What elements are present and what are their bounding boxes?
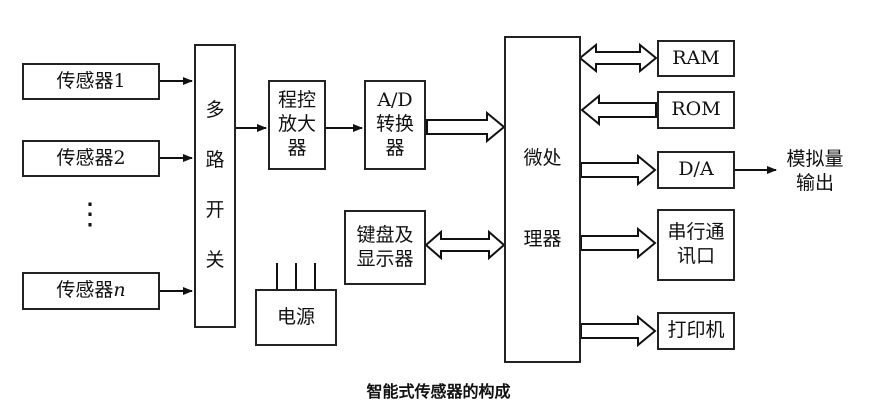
- adc-label-2: 转换: [375, 113, 414, 136]
- hollow-arrow-adc-to-mcu: [426, 110, 506, 144]
- ram-box: RAM: [657, 40, 735, 77]
- printer-label: 打印机: [667, 319, 725, 342]
- hollow-arrow-mcu-to-printer: [580, 314, 657, 348]
- adc-label-1: A/D: [377, 89, 413, 112]
- amp-box: 程控放大器: [268, 80, 326, 170]
- hollow-arrow-mcu-to-dac: [580, 153, 657, 187]
- serial-port-box: 串行通 讯口: [657, 209, 735, 281]
- serial-label-2: 讯口: [676, 245, 715, 267]
- analog-output-line-1: 模拟量: [786, 148, 844, 170]
- figure-caption: 智能式传感器的构成: [366, 382, 511, 401]
- rom-box: ROM: [657, 91, 735, 129]
- sensor-ellipsis: ⋮: [75, 197, 105, 232]
- analog-output-label: 模拟量 输出: [780, 148, 850, 196]
- mcu-label-2: 理器: [523, 228, 562, 251]
- hollow-arrow-rom-to-mcu: [580, 93, 657, 127]
- mux-char-1: 多: [205, 99, 225, 122]
- sensor-n-variable: n: [113, 279, 126, 302]
- keyboard-label-1: 键盘及: [356, 223, 414, 246]
- mux-box: 多 路 开 关: [194, 44, 236, 328]
- adc-label-3: 器: [385, 136, 405, 159]
- printer-box: 打印机: [657, 312, 735, 350]
- analog-output-line-2: 输出: [795, 171, 834, 194]
- sensor-n-label: 传感器: [56, 279, 114, 302]
- rom-label: ROM: [671, 98, 721, 121]
- hollow-arrow-mcu-to-serial: [580, 226, 657, 260]
- double-arrow-mcu-ram: [578, 42, 658, 74]
- power-label: 电源: [276, 305, 315, 328]
- dac-box: D/A: [657, 151, 735, 189]
- double-arrow-keyboard-mcu: [424, 229, 506, 261]
- mcu-label-1: 微处: [523, 146, 562, 169]
- sensor-2-label: 传感器2: [56, 146, 126, 169]
- keyboard-label-2: 显示器: [356, 247, 414, 270]
- amp-label: 程控放大器: [277, 89, 316, 159]
- keyboard-display-box: 键盘及 显示器: [344, 210, 426, 285]
- mcu-box: 微处 理器: [504, 36, 581, 363]
- power-box: 电源: [255, 289, 337, 346]
- serial-label-1: 串行通: [667, 221, 725, 244]
- ram-label: RAM: [672, 46, 720, 69]
- dac-label: D/A: [678, 158, 714, 181]
- sensor-1-box: 传感器1: [22, 63, 160, 100]
- mux-char-2: 路: [205, 149, 225, 172]
- adc-box: A/D 转换 器: [364, 80, 426, 170]
- sensor-1-label: 传感器1: [56, 69, 126, 92]
- mux-char-4: 关: [205, 249, 225, 272]
- mux-char-3: 开: [205, 199, 225, 222]
- sensor-2-box: 传感器2: [22, 140, 160, 177]
